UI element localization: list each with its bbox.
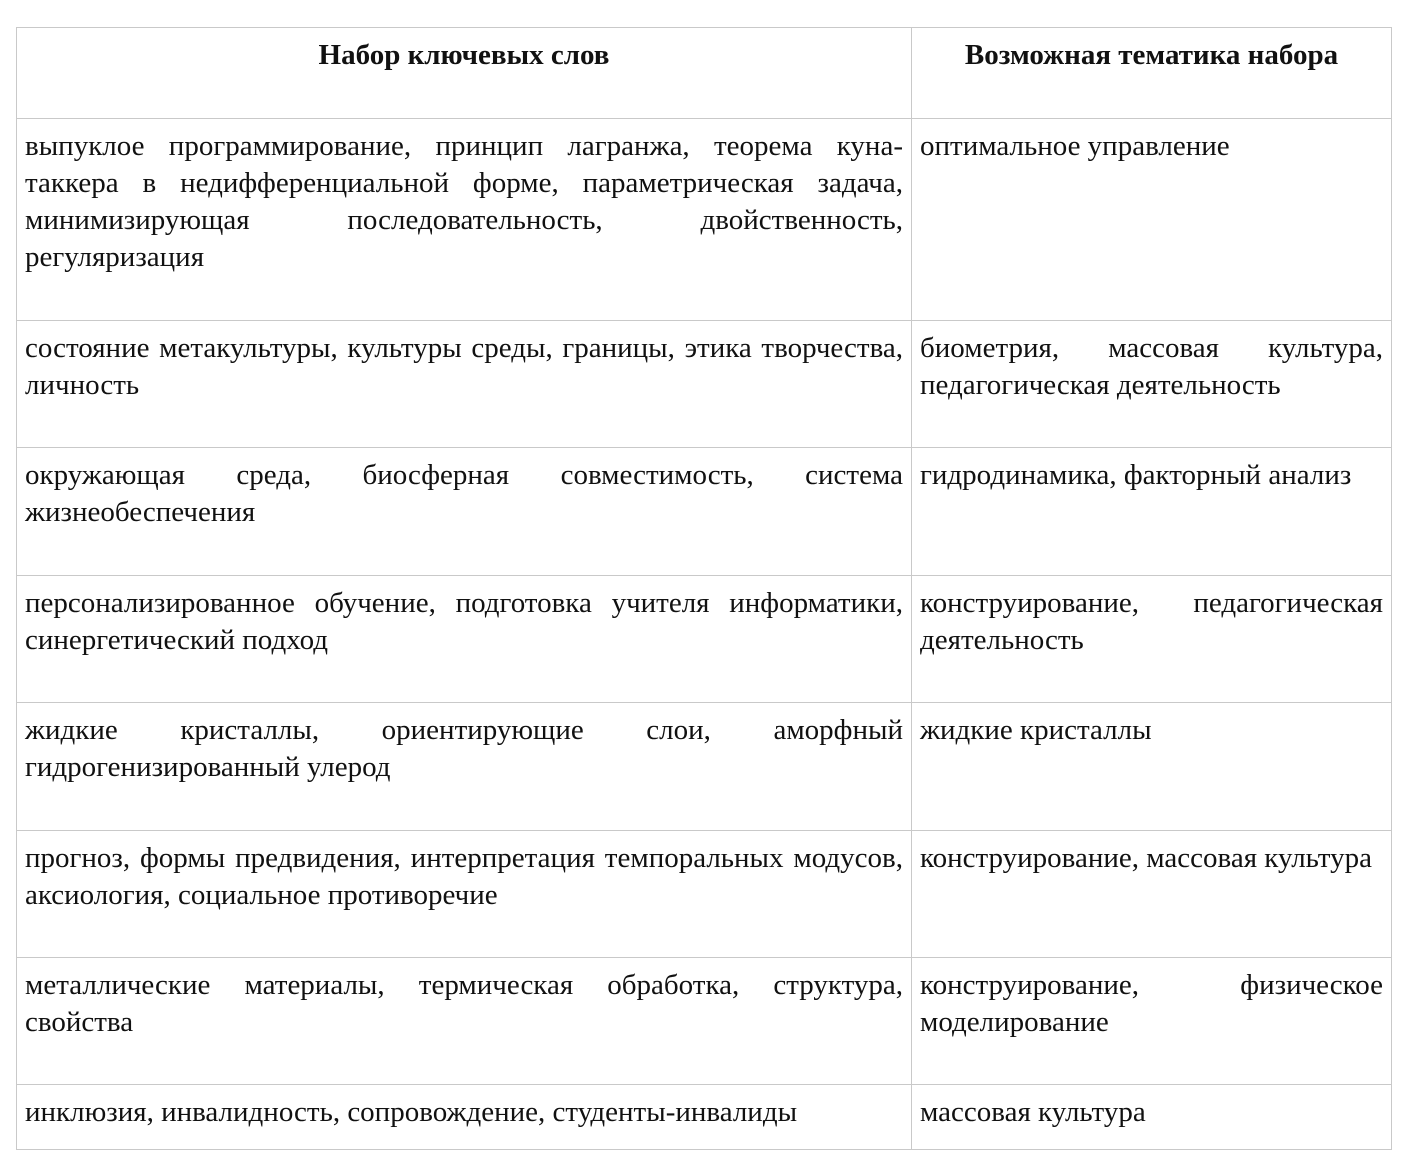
table-header-row: Набор ключевых слов Возможная тематика н… xyxy=(16,27,1392,119)
topics-cell: конструирование, педагогическая деятельн… xyxy=(911,575,1392,703)
topics-cell: конструирование, массовая культура xyxy=(911,830,1392,958)
keywords-cell: персонализированное обучение, подготовка… xyxy=(16,575,912,703)
table-row: окружающая среда, биосферная совместимос… xyxy=(16,447,1392,576)
topics-cell: оптимальное управление xyxy=(911,118,1392,321)
header-topics: Возможная тематика набора xyxy=(911,27,1392,119)
topics-cell: массовая культура xyxy=(911,1084,1392,1150)
keywords-cell: металлические материалы, термическая обр… xyxy=(16,957,912,1085)
table-row: персонализированное обучение, подготовка… xyxy=(16,575,1392,703)
header-keywords: Набор ключевых слов xyxy=(16,27,912,119)
keywords-cell: инклюзия, инвалидность, сопровождение, с… xyxy=(16,1084,912,1150)
table-row: прогноз, формы предвидения, интерпретаци… xyxy=(16,830,1392,958)
topics-cell: конструирование, физическое моделировани… xyxy=(911,957,1392,1085)
keywords-cell: жидкие кристаллы, ориентирующие слои, ам… xyxy=(16,702,912,831)
table-row: жидкие кристаллы, ориентирующие слои, ам… xyxy=(16,702,1392,831)
keywords-cell: состояние метакультуры, культуры среды, … xyxy=(16,320,912,448)
keywords-cell: окружающая среда, биосферная совместимос… xyxy=(16,447,912,576)
topics-cell: жидкие кристаллы xyxy=(911,702,1392,831)
keywords-topics-table: Набор ключевых слов Возможная тематика н… xyxy=(16,27,1392,1150)
topics-cell: гидродинамика, факторный анализ xyxy=(911,447,1392,576)
table-row: выпуклое программирование, принцип лагра… xyxy=(16,118,1392,321)
table-row: состояние метакультуры, культуры среды, … xyxy=(16,320,1392,448)
keywords-cell: прогноз, формы предвидения, интерпретаци… xyxy=(16,830,912,958)
keywords-cell: выпуклое программирование, принцип лагра… xyxy=(16,118,912,321)
table-row: металлические материалы, термическая обр… xyxy=(16,957,1392,1085)
topics-cell: биометрия, массовая культура, педагогиче… xyxy=(911,320,1392,448)
table-row: инклюзия, инвалидность, сопровождение, с… xyxy=(16,1084,1392,1150)
